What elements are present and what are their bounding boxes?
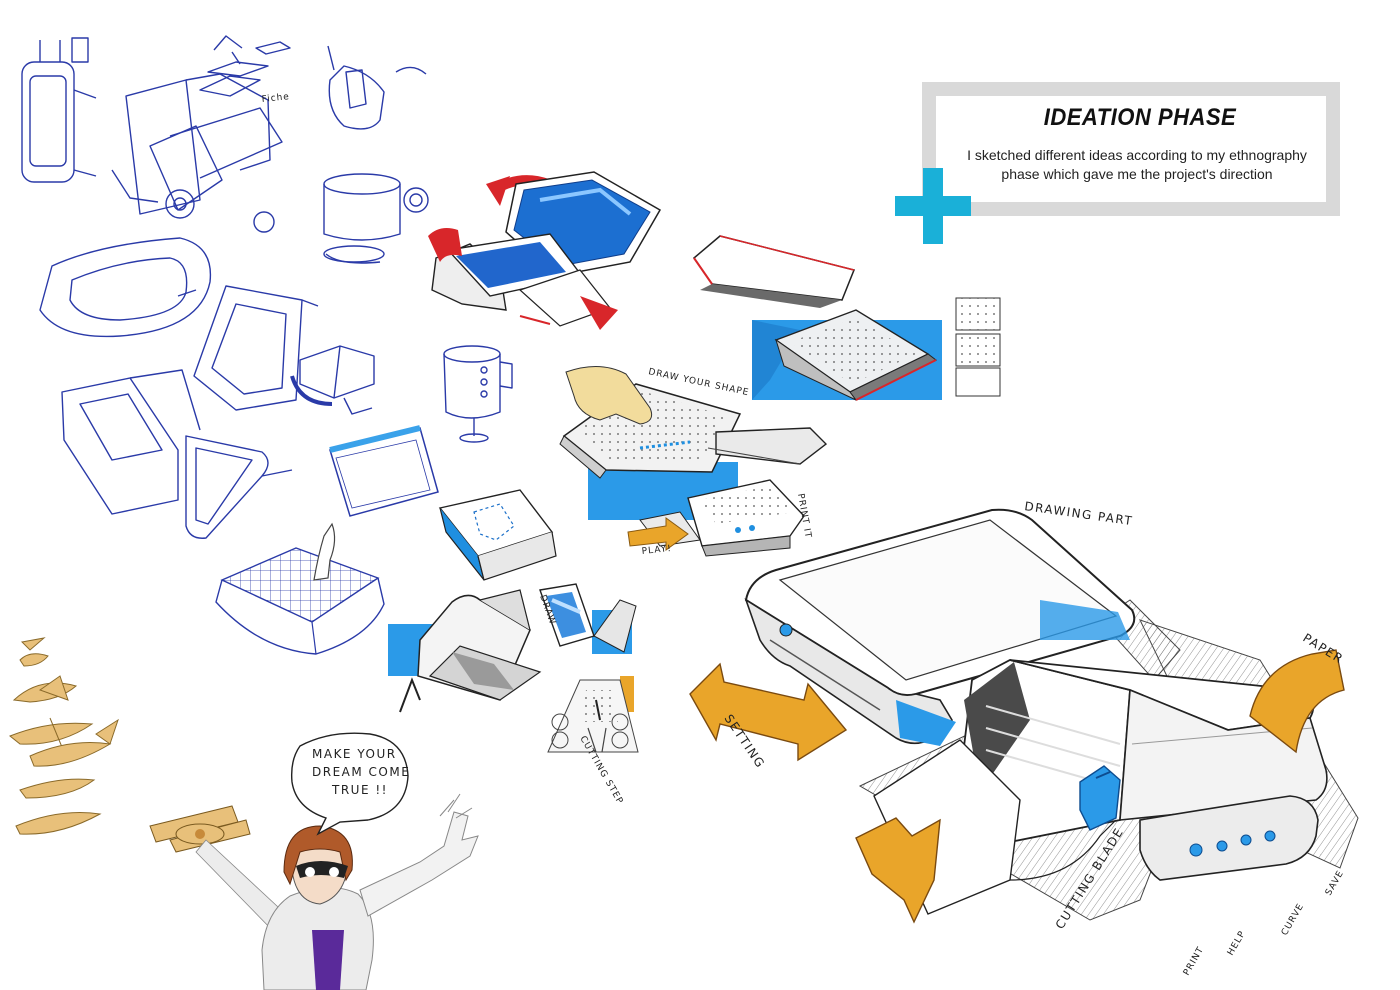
speech-line-1: MAKE YOUR xyxy=(312,747,397,761)
sketch-red-device xyxy=(428,171,662,330)
kid-illustration xyxy=(149,793,479,990)
label-fiche: Fiche xyxy=(261,92,290,105)
sketch-printer-box xyxy=(290,345,375,415)
sketch-tablet-tray xyxy=(39,237,212,338)
page-description: I sketched different ideas according to … xyxy=(967,147,1307,182)
gold-plane-sketches xyxy=(9,637,119,835)
sketch-laptop-stand xyxy=(111,73,283,233)
speech-line-2: DREAM COME xyxy=(312,765,410,779)
speech-bubble xyxy=(290,732,409,836)
main-device-sketch xyxy=(689,508,1359,924)
sketch-grid-pad xyxy=(215,522,385,655)
sketch-hand-gadget xyxy=(327,45,427,130)
sketch-handheld xyxy=(185,435,293,539)
title-card xyxy=(937,96,1325,200)
label-save: SAVE xyxy=(1324,869,1346,898)
sketch-screen-tablet xyxy=(329,425,439,517)
sketch-screen-box xyxy=(61,369,201,515)
label-print: PRINT xyxy=(1182,945,1206,977)
sketch-cutting-step xyxy=(547,676,639,753)
page-title: IDEATION PHASE xyxy=(1043,104,1237,131)
sketch-draw-shape-device xyxy=(559,366,828,557)
label-play: PLAY! xyxy=(641,544,672,557)
label-drawing-part: DRAWING PART xyxy=(1024,499,1135,528)
sketch-suitcase-device xyxy=(21,37,97,183)
sketch-angled-pad xyxy=(193,285,319,411)
texture-swatches xyxy=(955,297,1001,397)
label-curve: CURVE xyxy=(1280,902,1306,938)
sketch-shape-pieces xyxy=(199,35,291,97)
sketch-jar xyxy=(443,345,513,443)
speech-line-3: TRUE !! xyxy=(331,783,388,797)
sketch-dot-device xyxy=(752,309,942,401)
sketch-blue-book xyxy=(438,489,557,581)
label-help: HELP xyxy=(1226,929,1248,957)
sketch-slim-device xyxy=(692,235,856,308)
blue-pen-sketches xyxy=(21,35,513,539)
sketch-folder-device xyxy=(388,583,637,713)
plus-icon xyxy=(895,168,971,244)
title-frame xyxy=(922,82,1340,216)
sketch-cylinder-device xyxy=(323,173,429,264)
